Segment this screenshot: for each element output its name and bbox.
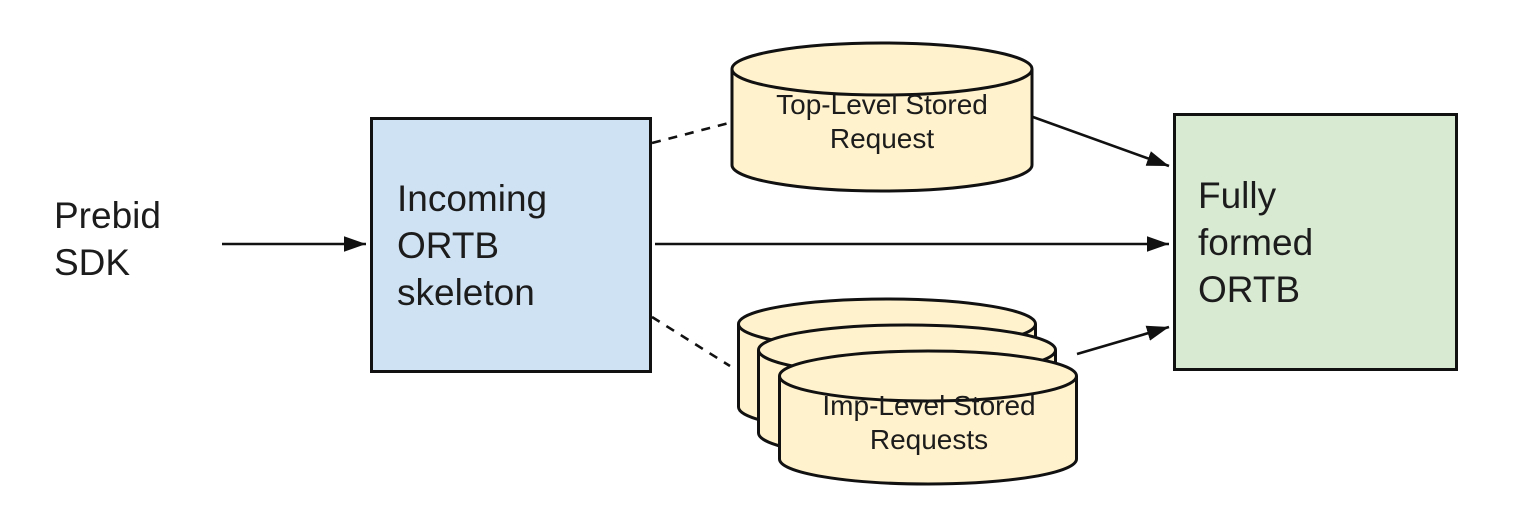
node-fully-formed-ortb: Fully formed ORTB [1173, 113, 1458, 371]
cylinder-body [730, 69, 1034, 193]
node-top-level-stored-request: Top-Level Stored Request [776, 89, 988, 154]
node-imp-level-stored-requests: Imp-Level Stored Requests [822, 390, 1036, 455]
node-prebid-sdk: Prebid SDK [54, 195, 161, 283]
cylinder-top [778, 349, 1078, 403]
edge-toplevel-to-fullyformed-arrow [1032, 115, 1170, 168]
edge-skeleton-to-toplevel-dashed [651, 121, 730, 145]
edge-skeleton-to-implevel-dashed [651, 315, 731, 368]
top-level-stored-request-cylinder [730, 41, 1034, 193]
node-incoming-ortb-skeleton: Incoming ORTB skeleton [370, 117, 652, 373]
cylinder-front [778, 349, 1078, 486]
incoming-ortb-skeleton-label: Incoming ORTB skeleton [397, 177, 548, 313]
fully-formed-ortb-label: Fully formed ORTB [1198, 174, 1314, 310]
cylinder-top [730, 41, 1034, 97]
imp-level-stored-requests-cylinders [737, 297, 1078, 486]
cylinder-body [778, 376, 1078, 486]
edge-implevel-to-fullyformed-arrow [1076, 325, 1170, 356]
